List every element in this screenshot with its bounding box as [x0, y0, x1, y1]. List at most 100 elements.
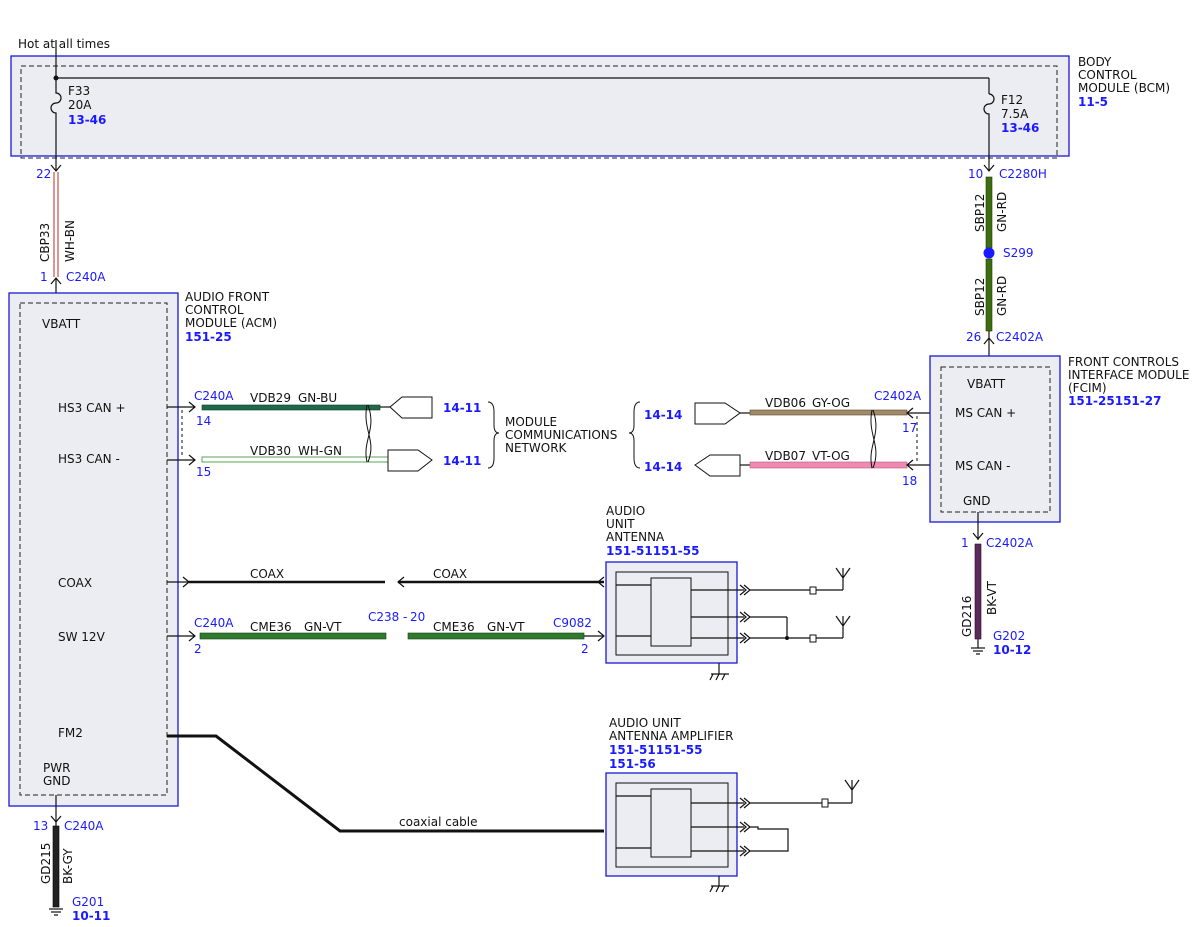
gd216-circuit: GD216: [960, 596, 974, 637]
sbp12-lower-color: GN-RD: [995, 276, 1009, 316]
amp-ref-1[interactable]: 151-51151-55: [609, 743, 702, 757]
hs3-minus-arrow: [188, 454, 196, 466]
fcim-pin-ms-plus: MS CAN +: [955, 406, 1016, 420]
fuse-f33-ref[interactable]: 13-46: [68, 113, 106, 127]
wire-vdb30: [201, 456, 389, 463]
hs3-plus-arrow: [188, 401, 196, 413]
fcim-gnd-arrow: [972, 532, 984, 540]
bcm-name-1: BODY: [1078, 55, 1112, 69]
acm-pin-sw12: SW 12V: [58, 630, 106, 644]
acm-pin-pwr: PWR: [43, 761, 70, 775]
supply-label: Hot at all times: [18, 37, 110, 51]
vdb29-connector-symbol: [389, 396, 433, 419]
fcim-top-conn: C2402A: [996, 330, 1044, 344]
acm-pin-gnd: GND: [43, 774, 71, 788]
vdb06-pin: 17: [902, 421, 917, 435]
acm-pin-fm2: FM2: [58, 726, 83, 740]
vdb29-pin: 14: [196, 414, 211, 428]
can-right-conn: C2402A: [874, 389, 922, 403]
sw12-inline-pin: 20: [410, 610, 425, 624]
wire-cme36-left: [199, 632, 387, 640]
antenna-name-2: UNIT: [606, 517, 635, 531]
fcim-bottom-conn: C2402A: [986, 536, 1034, 550]
vdb07-color: VT-OG: [812, 449, 850, 463]
antenna2-icon: [835, 615, 851, 638]
can-left-conn: C240A: [194, 389, 234, 403]
acm-bottom-pin: 13: [33, 819, 48, 833]
amp-antenna-icon: [844, 779, 860, 803]
fuse-f12-ref[interactable]: 13-46: [1001, 121, 1039, 135]
wire-vdb06: [749, 409, 908, 416]
network-line-3: NETWORK: [505, 441, 568, 455]
acm-name-3: MODULE (ACM): [185, 316, 277, 330]
vdb06-connector-symbol: [694, 402, 741, 425]
gd216-color: BK-VT: [985, 580, 999, 615]
sbp12-upper-circuit: SBP12: [973, 194, 987, 232]
cbp33-color: WH-BN: [63, 220, 77, 262]
sw12-acm-arrow: [188, 630, 196, 642]
sw12-inline-conn: C238: [368, 610, 399, 624]
acm-pin-hs3-minus: HS3 CAN -: [58, 452, 120, 466]
acm-top-pin: 1: [40, 270, 48, 284]
sw12-right-circuit: CME36: [433, 620, 475, 634]
vdb07-ref[interactable]: 14-14: [644, 460, 682, 474]
vdb30-ref[interactable]: 14-11: [443, 454, 481, 468]
sw12-antenna-arrow: [597, 630, 605, 642]
antenna-name-1: AUDIO: [606, 504, 645, 518]
wire-vdb29: [201, 404, 381, 411]
fuse-f33-name: F33: [68, 84, 90, 98]
sw12-left-conn: C240A: [194, 616, 234, 630]
vdb30-pin: 15: [196, 465, 211, 479]
vdb29-ref[interactable]: 14-11: [443, 401, 481, 415]
vdb-fcim-twisted-pair: [870, 409, 877, 469]
vdb07-pin: 18: [902, 474, 917, 488]
fuse-f33-symbol: [50, 78, 62, 170]
antenna2-connector: [809, 634, 817, 643]
fm2-coaxial-cable: [167, 734, 604, 833]
network-bracket-right: [628, 401, 641, 469]
g201-ref[interactable]: 10-11: [72, 909, 110, 923]
antenna-module: [605, 561, 744, 664]
g202-ref[interactable]: 10-12: [993, 643, 1031, 657]
ground-g201-symbol: [49, 908, 63, 916]
amp-chassis-ground: [709, 885, 729, 893]
acm-bottom-conn: C240A: [64, 819, 104, 833]
g202-location: G202: [993, 629, 1025, 643]
sw12-right-conn: C9082: [553, 616, 592, 630]
coax-antenna-arrow: [597, 576, 605, 588]
vdb06-ref[interactable]: 14-14: [644, 408, 682, 422]
acm-pin-vbatt: VBATT: [42, 317, 81, 331]
vdb29-circuit: VDB29: [250, 391, 291, 405]
fuse-f12-symbol: [983, 93, 995, 170]
amp-ref-2[interactable]: 151-56: [609, 757, 656, 771]
vdb30-color: WH-GN: [298, 444, 342, 458]
amp-antenna-connector: [821, 798, 829, 808]
fcim-top-pin: 26: [966, 330, 981, 344]
network-bracket-left: [487, 401, 500, 469]
fcim-name-1: FRONT CONTROLS: [1068, 355, 1179, 369]
amp-name-2: ANTENNA AMPLIFIER: [609, 729, 733, 743]
acm-top-conn: C240A: [66, 270, 106, 284]
sw12-left-color: GN-VT: [304, 620, 342, 634]
wire-gd216: [974, 543, 982, 640]
network-line-1: MODULE: [505, 415, 557, 429]
fcim-pin-gnd: GND: [963, 494, 991, 508]
fm2-cable-label: coaxial cable: [399, 815, 478, 829]
fuse-f33-rating: 20A: [68, 98, 92, 112]
bcm-pin-22: 22: [36, 167, 51, 181]
bcm-pin-10: 10: [968, 167, 983, 181]
gd215-circuit: GD215: [39, 843, 53, 884]
vdb07-circuit: VDB07: [765, 449, 806, 463]
sw12-left-circuit: CME36: [250, 620, 292, 634]
antenna-ref[interactable]: 151-51151-55: [606, 544, 699, 558]
fcim-ref[interactable]: 151-25151-27: [1068, 394, 1161, 408]
bcm-ref[interactable]: 11-5: [1078, 95, 1108, 109]
antenna-name-3: ANTENNA: [606, 530, 665, 544]
bcm-name-3: MODULE (BCM): [1078, 81, 1170, 95]
acm-ref[interactable]: 151-25: [185, 330, 232, 344]
pin22-arrow: [50, 164, 62, 172]
vdb29-color: GN-BU: [298, 391, 337, 405]
amp-loop: [750, 826, 789, 852]
vdb30-connector-symbol: [387, 449, 433, 472]
